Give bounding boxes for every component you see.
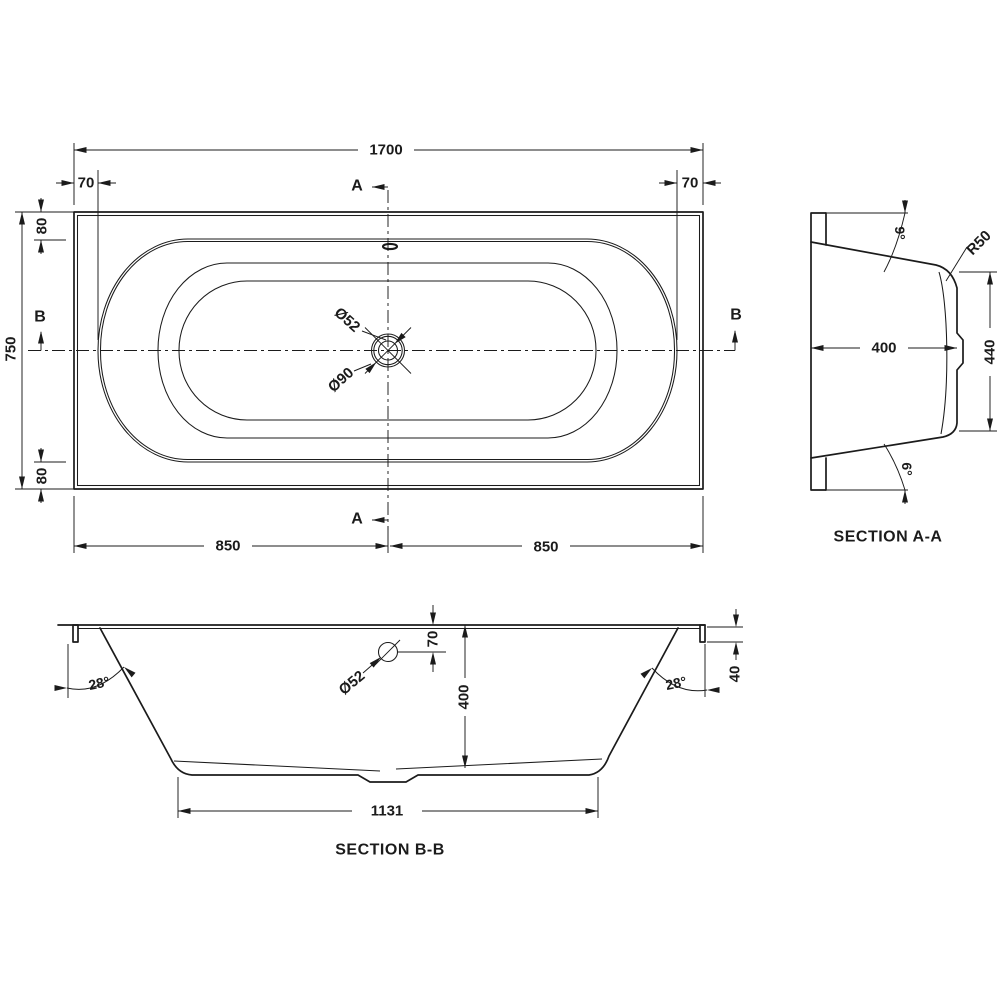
- dim-length-1700: 1700: [73, 142, 704, 205]
- section-bb-floor-lines: [173, 758, 603, 772]
- dim-side-offsets: 80 80: [34, 198, 66, 503]
- marker-a-top-text: A: [351, 178, 363, 195]
- dim-width-text: 750: [3, 336, 20, 361]
- dim-width-750: 750: [3, 211, 74, 490]
- dim-half-right-text: 850: [533, 539, 558, 556]
- dim-half-lengths: 850 850: [73, 496, 704, 556]
- marker-b-right-text: B: [730, 307, 742, 324]
- section-bb-rim-edge-left: [72, 624, 79, 643]
- angle-top-text: 9°: [892, 226, 908, 239]
- drain-symbol: [353, 327, 412, 374]
- dim-half-left-text: 850: [215, 538, 240, 555]
- section-aa-rim-face: [810, 212, 827, 491]
- dim-bb-rim-drop: 40: [707, 609, 744, 682]
- section-marker-a-bottom: A: [351, 511, 388, 528]
- dim-bb-depth: 400: [456, 625, 473, 768]
- dim-end-offset-right-text: 70: [682, 175, 699, 192]
- section-bb-drain: [362, 639, 401, 674]
- dim-end-offset-left-text: 70: [78, 175, 95, 192]
- dim-aa-outer-height-text: 440: [982, 339, 999, 364]
- dim-bb-drain-offset-text: 70: [425, 631, 442, 648]
- dim-bb-depth-text: 400: [456, 684, 473, 709]
- plan-view: Ø52 Ø90 1700 70 70: [3, 142, 742, 556]
- dim-aa-inner-width: 400: [811, 340, 957, 357]
- section-aa-wall-profile: [810, 241, 964, 459]
- dim-length-text: 1700: [369, 142, 402, 159]
- dim-bb-angle-left: 28°: [54, 644, 136, 698]
- dim-bb-drain-offset: 70: [398, 605, 446, 672]
- dim-end-offsets: 70 70: [56, 170, 721, 340]
- dim-bb-base-length: 1131: [177, 777, 599, 820]
- section-bb-rim-edge-right: [699, 624, 706, 643]
- angle-right-text: 28°: [664, 673, 688, 693]
- dim-aa-angle-top: 9°: [827, 200, 908, 273]
- marker-b-left-text: B: [34, 309, 46, 326]
- section-marker-b-right: B: [730, 307, 742, 351]
- dim-side-offset-top-text: 80: [34, 218, 51, 235]
- dim-aa-inner-width-text: 400: [871, 340, 896, 357]
- overflow-slot: [381, 242, 399, 251]
- dim-aa-angle-bottom: 6°: [827, 443, 915, 504]
- section-aa-title: SECTION A-A: [834, 529, 943, 546]
- dim-aa-outer-height: 440: [959, 271, 999, 432]
- dim-bb-rim-drop-text: 40: [727, 666, 744, 683]
- section-aa-view: 400 440 9° 6°: [810, 200, 999, 546]
- angle-bottom-text: 6°: [899, 462, 915, 475]
- dim-bb-base-length-text: 1131: [371, 803, 404, 820]
- dim-side-offset-bottom-text: 80: [34, 468, 51, 485]
- section-bb-tub-profile: [99, 627, 679, 783]
- dim-bb-angle-right: 28°: [640, 644, 720, 697]
- angle-left-text: 28°: [87, 673, 111, 693]
- section-marker-b-left: B: [34, 309, 46, 351]
- marker-a-bottom-text: A: [351, 511, 363, 528]
- section-bb-title: SECTION B-B: [335, 842, 445, 859]
- section-marker-a-top: A: [351, 178, 388, 195]
